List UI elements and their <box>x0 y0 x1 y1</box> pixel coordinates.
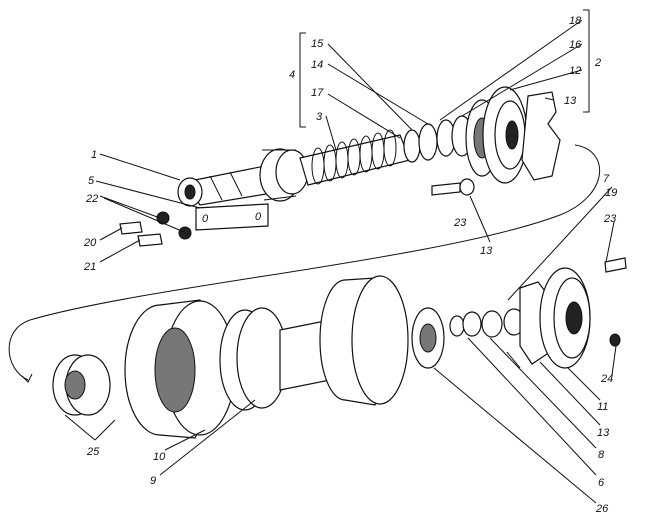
part-labels: 1 2 3 4 5 6 7 8 9 10 11 12 13 13 13 14 1… <box>83 15 617 515</box>
label-3: 3 <box>316 111 323 123</box>
lower-assembly <box>52 257 627 439</box>
label-13-bottom: 13 <box>597 427 610 439</box>
label-23-right: 23 <box>603 213 617 225</box>
gasket-mark-right: 0 <box>255 211 262 223</box>
label-8: 8 <box>598 449 605 461</box>
label-14: 14 <box>311 59 323 71</box>
leader-lines <box>64 19 617 504</box>
label-13-top: 13 <box>564 95 577 107</box>
label-6: 6 <box>598 477 605 489</box>
label-12: 12 <box>569 65 581 77</box>
label-4: 4 <box>289 69 295 81</box>
label-19: 19 <box>605 187 617 199</box>
label-22: 22 <box>85 193 98 205</box>
label-20: 20 <box>83 237 97 249</box>
spring-coils <box>311 129 397 185</box>
connector-curve <box>8 144 600 381</box>
gasket-mark-left: 0 <box>202 213 209 225</box>
label-15: 15 <box>311 38 324 50</box>
label-25: 25 <box>86 446 100 458</box>
label-23-upper: 23 <box>453 217 467 229</box>
label-16: 16 <box>569 39 582 51</box>
label-18: 18 <box>569 15 582 27</box>
label-10: 10 <box>153 451 166 463</box>
label-2: 2 <box>594 57 601 69</box>
label-7: 7 <box>603 173 610 185</box>
label-17: 17 <box>311 87 324 99</box>
label-26: 26 <box>595 503 609 515</box>
label-9: 9 <box>150 475 156 487</box>
label-1: 1 <box>91 149 97 161</box>
label-5: 5 <box>88 175 95 187</box>
label-24: 24 <box>600 373 613 385</box>
label-13-mid: 13 <box>480 245 493 257</box>
label-21: 21 <box>83 261 96 273</box>
label-11: 11 <box>597 401 608 413</box>
upper-shaft-assembly: 0 0 <box>119 86 561 247</box>
